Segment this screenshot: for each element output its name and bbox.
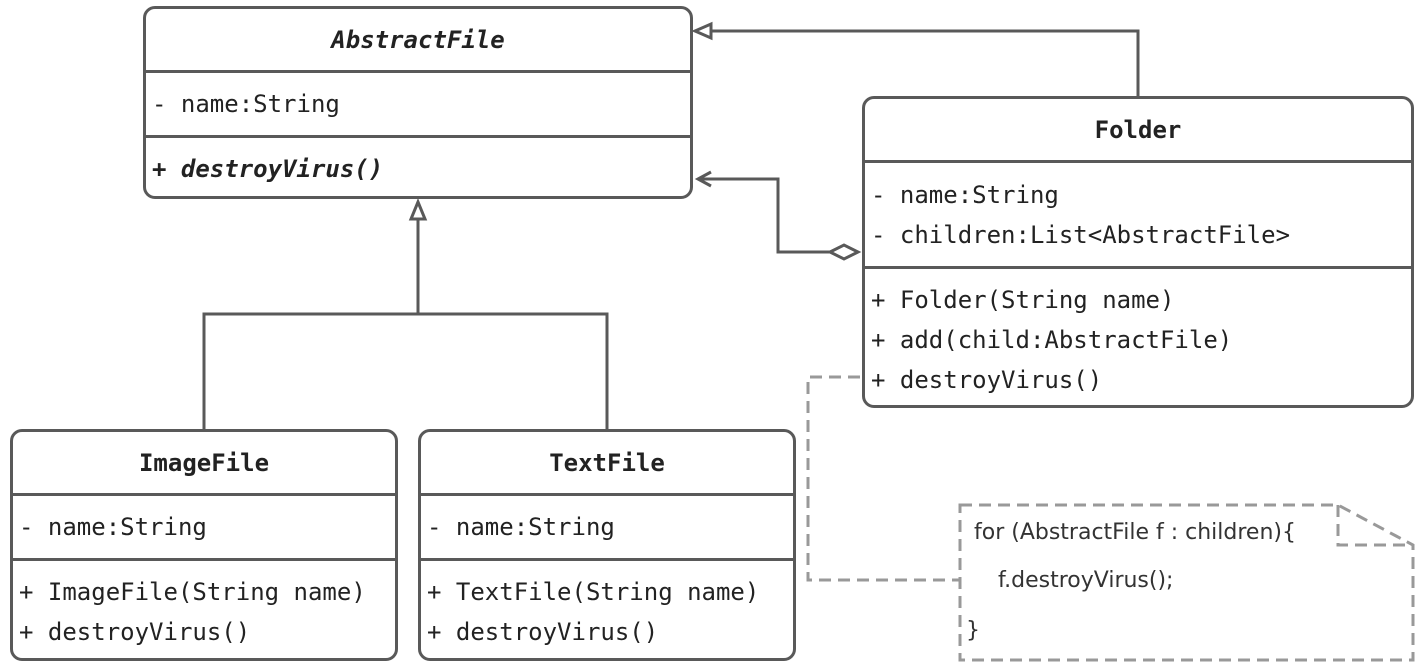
note-line-2: f.destroyVirus(); xyxy=(998,568,1174,593)
class-textfile[interactable]: TextFile - name:String + TextFile(String… xyxy=(418,429,796,661)
class-imagefile-title: ImageFile xyxy=(13,432,395,496)
attribute-children: - children:List<AbstractFile> xyxy=(871,221,1291,249)
folder-generalization-edge xyxy=(710,29,1140,97)
note-line-3: } xyxy=(966,618,980,643)
method-destroyvirus: + destroyVirus() xyxy=(19,618,251,646)
note-box xyxy=(958,503,1415,662)
class-folder[interactable]: Folder - name:String - children:List<Abs… xyxy=(862,96,1414,408)
method-destroyvirus: + destroyVirus() xyxy=(871,366,1103,394)
class-abstractfile-title: AbstractFile xyxy=(146,9,690,73)
attribute-name: - name:String xyxy=(152,90,340,118)
class-textfile-name: TextFile xyxy=(549,448,665,477)
method-destroyvirus: + destroyVirus() xyxy=(152,155,384,183)
method-imagefile-constructor: + ImageFile(String name) xyxy=(19,578,366,606)
aggregation-open-arrowhead xyxy=(694,170,712,188)
class-abstractfile-methods: + destroyVirus() xyxy=(146,138,690,189)
class-textfile-methods: + TextFile(String name) + destroyVirus() xyxy=(421,561,793,652)
method-textfile-constructor: + TextFile(String name) xyxy=(427,578,760,606)
subclass-generalization-arrowhead xyxy=(408,198,428,221)
note-line-1: for (AbstractFile f : children){ xyxy=(974,520,1296,545)
class-imagefile-methods: + ImageFile(String name) + destroyVirus(… xyxy=(13,561,395,652)
class-textfile-attributes: - name:String xyxy=(421,496,793,561)
class-folder-name: Folder xyxy=(1094,115,1182,144)
class-abstractfile[interactable]: AbstractFile - name:String + destroyViru… xyxy=(143,6,693,199)
note-connector xyxy=(806,375,960,582)
method-add: + add(child:AbstractFile) xyxy=(871,326,1233,354)
method-folder-constructor: + Folder(String name) xyxy=(871,286,1175,314)
folder-generalization-arrowhead xyxy=(691,21,713,41)
attribute-name: - name:String xyxy=(871,181,1059,209)
attribute-name: - name:String xyxy=(19,513,207,541)
class-imagefile-attributes: - name:String xyxy=(13,496,395,561)
class-abstractfile-name: AbstractFile xyxy=(331,25,505,54)
imagefile-generalization-edge xyxy=(202,312,609,430)
attribute-name: - name:String xyxy=(427,513,615,541)
class-folder-methods: + Folder(String name) + add(child:Abstra… xyxy=(865,269,1411,400)
class-abstractfile-attributes: - name:String xyxy=(146,73,690,138)
method-destroyvirus: + destroyVirus() xyxy=(427,618,659,646)
class-imagefile[interactable]: ImageFile - name:String + ImageFile(Stri… xyxy=(10,429,398,661)
aggregation-diamond xyxy=(826,243,862,261)
class-folder-attributes: - name:String - children:List<AbstractFi… xyxy=(865,163,1411,269)
class-folder-title: Folder xyxy=(865,99,1411,163)
note-folded-corner xyxy=(1336,505,1413,547)
class-imagefile-name: ImageFile xyxy=(138,448,270,477)
class-textfile-title: TextFile xyxy=(421,432,793,496)
children-aggregation-edge xyxy=(700,177,830,254)
